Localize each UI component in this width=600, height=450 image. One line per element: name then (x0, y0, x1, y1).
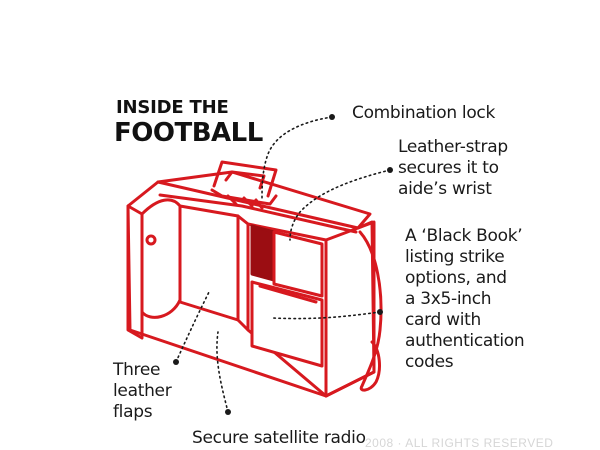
label-black-book-line: card with (405, 310, 482, 330)
label-black-book-line: codes (405, 352, 454, 372)
label-leather-strap-line: aide’s wrist (398, 179, 492, 199)
title-line-1: INSIDE THE (116, 97, 229, 118)
label-black-book-line: a 3x5-inch (405, 289, 492, 309)
title-line-2: FOOTBALL (114, 118, 263, 148)
label-three-flaps-line: flaps (113, 402, 153, 422)
label-three-flaps-line: Three (113, 360, 161, 380)
dot-combination-lock (329, 114, 335, 120)
label-three-flaps: Three leather flaps (113, 360, 172, 423)
copyright-watermark: 2008 · ALL RIGHTS RESERVED (365, 436, 554, 450)
dot-black-book (377, 309, 383, 315)
label-black-book-line: authentication (405, 331, 525, 351)
dot-three-flaps (173, 359, 179, 365)
label-black-book-line: A ‘Black Book’ (405, 226, 523, 246)
label-three-flaps-line: leather (113, 381, 172, 401)
label-combination-lock: Combination lock (352, 103, 496, 123)
leader-black-book (271, 311, 381, 320)
leader-three-flaps (175, 289, 211, 363)
dot-satellite-radio (225, 409, 231, 415)
black-book-compartment (246, 222, 328, 398)
wrist-strap (358, 230, 383, 392)
label-black-book: A ‘Black Book’ listing strike options, a… (405, 226, 525, 373)
leader-leather-strap (289, 169, 391, 241)
leader-combination-lock (261, 116, 333, 201)
label-black-book-line: options, and (405, 268, 507, 288)
label-leather-strap-line: Leather-strap (398, 137, 508, 157)
dot-leather-strap (387, 167, 393, 173)
label-black-book-line: listing strike (405, 247, 505, 267)
label-leather-strap-line: secures it to (398, 158, 499, 178)
leader-satellite-radio (216, 331, 229, 413)
label-leather-strap: Leather-strap secures it to aide’s wrist (398, 137, 508, 200)
label-satellite-radio: Secure satellite radio (192, 428, 366, 448)
